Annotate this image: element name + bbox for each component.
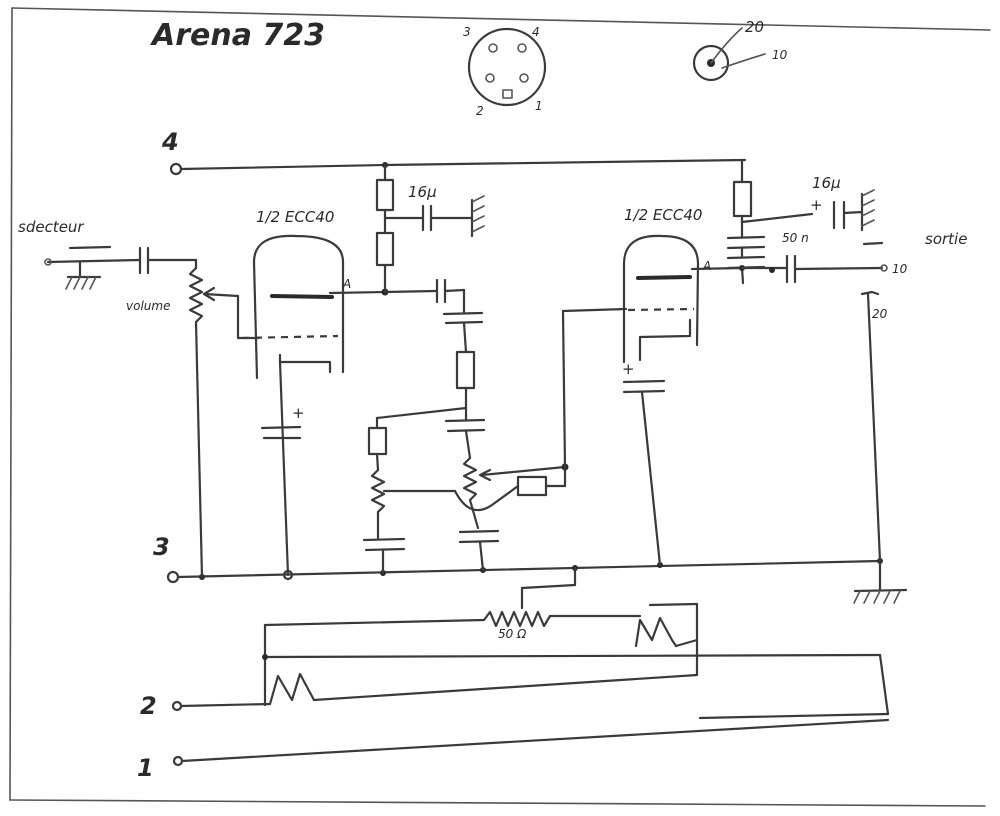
din-pin-1: 1 (535, 99, 543, 113)
din-pin-4: 4 (532, 25, 540, 39)
paper-border (9, 7, 991, 807)
diagram-title: Arena 723 (150, 18, 325, 53)
output-cap-50n: 50 n (782, 231, 809, 245)
left-filter-cap-16u: 16µ (408, 183, 437, 201)
output-label: sortie (925, 230, 967, 248)
output-20-label: 20 (872, 307, 888, 321)
volume-label: volume (126, 299, 170, 313)
input-section: sdecteur volume (18, 218, 240, 579)
left-anode-label: A (342, 277, 351, 291)
coax-connector-icon: 20 10 (692, 18, 788, 82)
right-filter-cap-plus: + (810, 196, 823, 214)
din-connector-icon: 3 4 2 1 (463, 25, 547, 118)
tone-network (362, 278, 628, 575)
right-cathode-cap-plus: + (622, 360, 635, 378)
left-anode-load: 16µ (375, 163, 485, 294)
terminal-3-label: 3 (153, 533, 170, 561)
coax-label-10: 10 (772, 48, 788, 62)
right-anode-label: A (702, 259, 711, 273)
left-cathode-cap-plus: + (292, 404, 305, 422)
heater-section: 50 Ω (262, 566, 890, 720)
output-10-label: 10 (892, 262, 908, 276)
terminal-2-line: 2 (140, 672, 699, 720)
terminal-1-line: 1 (137, 718, 890, 782)
din-pin-3: 3 (463, 25, 471, 39)
b-plus-rail: 4 (161, 128, 747, 176)
coax-label-20: 20 (745, 18, 764, 36)
right-anode-load: + 16µ 50 n sortie 10 20 (726, 158, 967, 604)
terminal-2-label: 2 (140, 692, 157, 720)
left-tube-icon: 1/2 ECC40 A + (236, 208, 389, 577)
hum-pot-50-ohm: 50 Ω (498, 627, 527, 641)
terminal-1-label: 1 (137, 754, 154, 782)
right-filter-cap-16u: 16µ (812, 174, 841, 192)
input-label: sdecteur (18, 218, 84, 236)
left-tube-label: 1/2 ECC40 (256, 208, 334, 226)
ground-rail: 3 (153, 533, 883, 584)
right-tube-label: 1/2 ECC40 (624, 206, 702, 224)
right-tube-icon: 1/2 ECC40 A + (622, 206, 744, 567)
din-pin-2: 2 (476, 104, 484, 118)
terminal-4-label: 4 (161, 128, 179, 156)
